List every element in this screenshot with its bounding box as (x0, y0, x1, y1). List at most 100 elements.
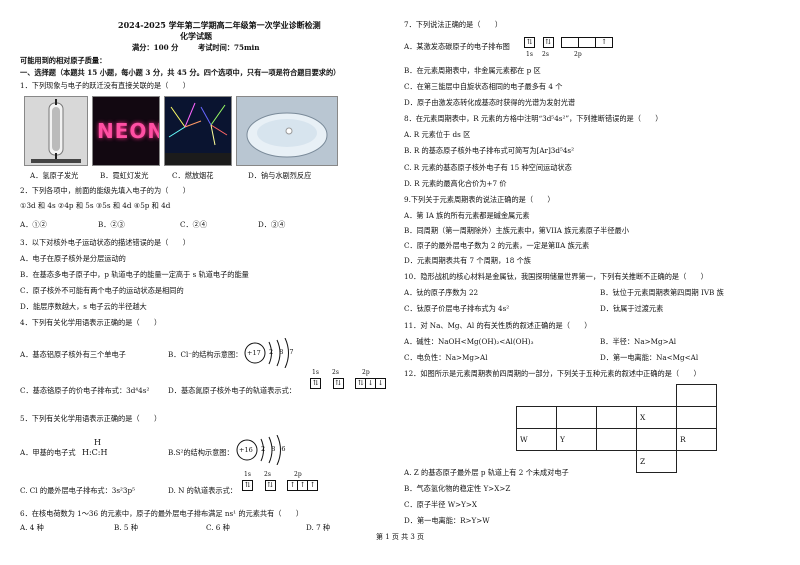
orbital-box: ⇅ (310, 378, 321, 389)
q3-option-b: B．在基态多电子原子中，p 轨道电子的能量一定高于 s 轨道电子的能量 (20, 270, 249, 279)
orbital-box: ⇅ (542, 37, 554, 48)
periodic-table-fragment: X W Y R Z (516, 384, 717, 473)
q4-d-orbital-diagram: 1s 2s 2p ⇅ ⇅ ⇅↓↓ (310, 369, 387, 389)
score-label: 满分：100 分 (132, 43, 179, 52)
q11-option-a: A．碱性：NaOH<Mg(OH)₂<Al(OH)₃ (404, 337, 534, 346)
orbital-box: ⇅ (524, 37, 535, 48)
grid-cell-x: X (636, 406, 677, 429)
grid-cell-blank (597, 385, 637, 407)
q3-option-c: C．原子核外不可能有两个电子的运动状态是相同的 (20, 286, 184, 295)
q4-option-b: B．Cl⁻的结构示意图： (168, 350, 243, 359)
grid-cell-y: Y (556, 428, 597, 451)
q12-option-d: D．第一电离能：R>Y>W (404, 516, 490, 525)
grid-cell-w: W (516, 428, 557, 451)
q5-option-d: D. N 的轨道表示式： (168, 486, 237, 495)
time-label: 考试时间：75min (198, 43, 260, 52)
grid-cell (516, 406, 557, 429)
orbital-label-2p: 2p (362, 369, 370, 376)
grid-cell (676, 406, 717, 429)
orbital-box: ↑ (595, 37, 614, 48)
q3-option-d: D．能层序数越大，s 电子云的半径越大 (20, 302, 147, 311)
cl-shell-electrons: 2 8 7 (269, 348, 296, 356)
grid-cell-z: Z (636, 450, 677, 473)
orbital-label-2p: 2p (294, 471, 302, 478)
orbital-box: ⇅ (264, 480, 276, 491)
q2-option-b: B．②③ (98, 220, 125, 229)
neon-sign-image: NEON (92, 96, 160, 166)
s-nucleus-charge: +16 (239, 446, 253, 454)
q7-stem: 7．下列说法正确的是（ ） (404, 20, 503, 29)
q9-stem: 9.下列关于元素周期表的说法正确的是（ ） (404, 195, 555, 204)
s-ion-structure-diagram: +16 2 8 6 (236, 434, 296, 467)
q9-option-a: A．第 IA 族的所有元素都是碱金属元素 (404, 211, 530, 220)
q7-option-b: B．在元素周期表中，非金属元素都在 p 区 (404, 66, 541, 75)
orbital-label-1s: 1s (526, 51, 533, 58)
atomic-mass-label: 可能用到的相对原子质量： (20, 56, 107, 65)
orbital-box: ↓ (375, 378, 387, 389)
subject-title: 化学试题 (180, 31, 212, 41)
q5-d-orbital-diagram: 1s 2s 2p ⇅ ⇅ ↑↑↑ (242, 471, 319, 491)
q4-option-d: D．基态氮原子核外电子的轨道表示式： (168, 386, 296, 395)
q8-option-b: B. R 的基态原子核外电子排布式可简写为[Ar]3d⁵4s² (404, 146, 574, 155)
grid-cell-blank (677, 451, 717, 473)
page-footer: 第 1 页 共 3 页 (375, 533, 425, 541)
q2-option-d: D．③④ (258, 220, 286, 229)
q6-option-b: B. 5 种 (114, 523, 138, 532)
q7-option-d: D．原子由激发态转化成基态时获得的光谱为发射光谱 (404, 98, 576, 107)
q6-stem: 6．在核电荷数为 1～36 的元素中，原子的最外层电子排布满足 ns¹ 的元素共… (20, 509, 304, 518)
grid-cell (636, 428, 677, 451)
methyl-electron-formula: H:C:H (82, 448, 108, 457)
q4-stem: 4．下列有关化学用语表示正确的是（ ） (20, 318, 162, 327)
q7-option-a: A．某激发态碳原子的电子排布图 (404, 42, 510, 51)
q6-option-d: D. 7 种 (306, 523, 331, 532)
q8-stem: 8．在元素周期表中，R 元素的方格中注明“3d⁵4s²”，下列推断错误的是（ ） (404, 114, 663, 123)
q10-option-d: D．钛属于过渡元素 (600, 304, 664, 313)
q11-option-c: C．电负性：Na>Mg>Al (404, 353, 488, 362)
q2-stem: 2．下列各项中，前面的能级先填入电子的为（ ） (20, 186, 190, 195)
q6-option-a: A. 4 种 (20, 523, 44, 532)
orbital-label-2s: 2s (542, 51, 549, 58)
q10-option-a: A．钛的原子序数为 22 (404, 288, 479, 297)
grid-cell-blank (597, 451, 637, 473)
cl-ion-structure-diagram: +17 2 8 7 (244, 337, 304, 370)
q11-stem: 11．对 Na、Mg、Al 的有关性质的叙述正确的是（ ） (404, 321, 592, 330)
orbital-box: ⇅ (242, 480, 253, 491)
q1-stem: 1．下列现象与电子的跃迁没有直接关联的是（ ） (20, 81, 190, 90)
orbital-label-2s: 2s (264, 471, 271, 478)
cl-nucleus-charge: +17 (247, 349, 261, 357)
q8-option-d: D. R 元素的最高化合价为+7 价 (404, 179, 507, 188)
q5-option-b: B.S²的结构示意图： (168, 448, 234, 457)
q6-option-c: C. 6 种 (206, 523, 230, 532)
q5-stem: 5．下列有关化学用语表示正确的是（ ） (20, 414, 162, 423)
grid-cell-r: R (676, 428, 717, 451)
section-heading: 一、选择题（本题共 15 小题，每小题 3 分，共 45 分。四个选项中，只有一… (20, 68, 341, 77)
q9-option-d: D．元素周期表共有 7 个周期，18 个族 (404, 256, 531, 265)
q12-option-b: B．气态氢化物的稳定性 Y>X>Z (404, 484, 511, 493)
q1-option-b: B．霓虹灯发光 (100, 171, 149, 180)
fireworks-image (164, 96, 232, 166)
q7-a-orbital-diagram: 1s 2s 2p ⇅ ⇅ ↑ (524, 37, 614, 58)
q11-option-b: B．半径：Na>Mg>Al (600, 337, 677, 346)
orbital-label-2p: 2p (574, 51, 582, 58)
q12-stem: 12．如图所示是元素周期表前四周期的一部分，下列关于五种元素的叙述中正确的是（ … (404, 369, 701, 378)
q9-option-c: C．原子的最外层电子数为 2 的元素，一定是第ⅡA 族元素 (404, 241, 590, 250)
q8-option-a: A. R 元素位于 ds 区 (404, 130, 471, 139)
q1-option-c: C．燃放烟花 (172, 171, 214, 180)
q2-option-c: C．②④ (180, 220, 208, 229)
q10-stem: 10．隐形战机的核心材料是金属钛，我国探明储量世界第一，下列有关推断不正确的是（… (404, 272, 708, 281)
grid-cell-blank (676, 384, 717, 407)
q5-option-a: A．甲基的电子式 (20, 448, 76, 457)
grid-cell (596, 406, 637, 429)
orbital-box (578, 37, 597, 48)
q4-option-a: A．基态铝原子核外有三个单电子 (20, 350, 126, 359)
q8-option-c: C. R 元素的基态原子核外电子有 15 种空间运动状态 (404, 163, 572, 172)
grid-cell-blank (557, 385, 597, 407)
q10-option-c: C．钛原子价层电子排布式为 4s² (404, 304, 510, 313)
grid-cell (596, 428, 637, 451)
orbital-box: ↑ (307, 480, 319, 491)
methyl-top-h: H (94, 438, 101, 447)
grid-cell-blank (517, 385, 557, 407)
q4-option-c: C．基态铬原子的价电子排布式：3d⁴4s² (20, 386, 150, 395)
sodium-water-image (236, 96, 338, 166)
